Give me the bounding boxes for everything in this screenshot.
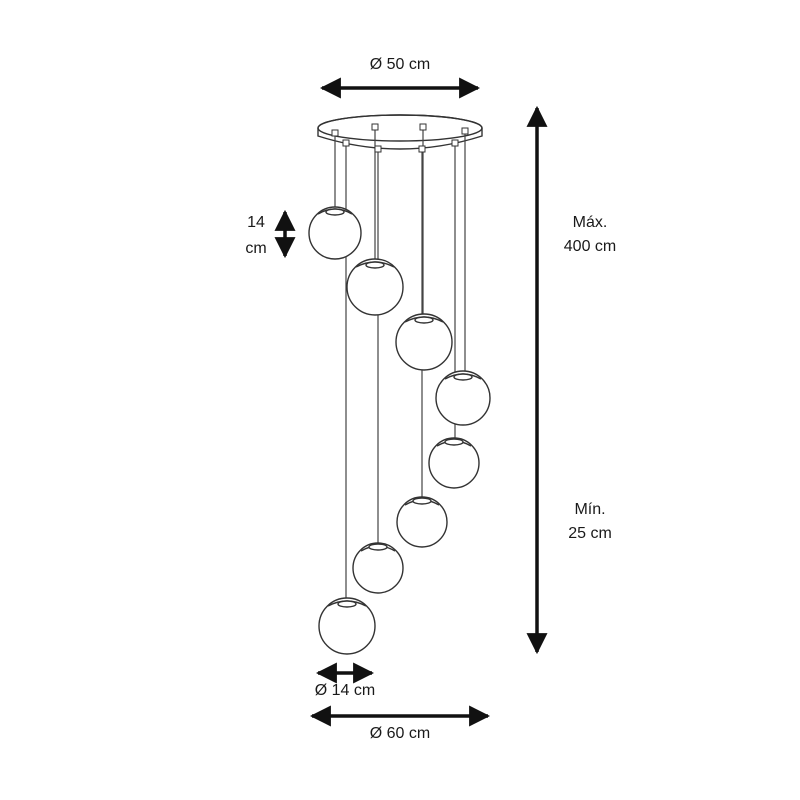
- min-height-value: 25 cm: [568, 525, 612, 542]
- globe-shades: [308, 206, 491, 655]
- dimension-arrows: [274, 77, 548, 727]
- min-height-label: Mín.: [574, 501, 606, 518]
- max-height-label: Máx.: [572, 214, 608, 231]
- globe-3: [395, 313, 453, 371]
- globe-5: [428, 437, 480, 489]
- ceiling-canopy: [317, 114, 483, 150]
- globe-6: [396, 496, 448, 548]
- total-diameter-label: Ø 60 cm: [369, 725, 431, 742]
- globe-1: [308, 206, 362, 260]
- globe-height-value: 14: [247, 214, 265, 231]
- globe-diameter-label: Ø 14 cm: [314, 682, 376, 699]
- cable-connectors: [331, 123, 469, 153]
- globe-height-unit: cm: [245, 240, 267, 257]
- globe-8: [318, 597, 376, 655]
- globe-2: [346, 258, 404, 316]
- max-height-value: 400 cm: [563, 238, 617, 255]
- globe-7: [352, 542, 404, 594]
- canopy-diameter-label: Ø 50 cm: [369, 56, 431, 73]
- globe-4: [435, 370, 491, 426]
